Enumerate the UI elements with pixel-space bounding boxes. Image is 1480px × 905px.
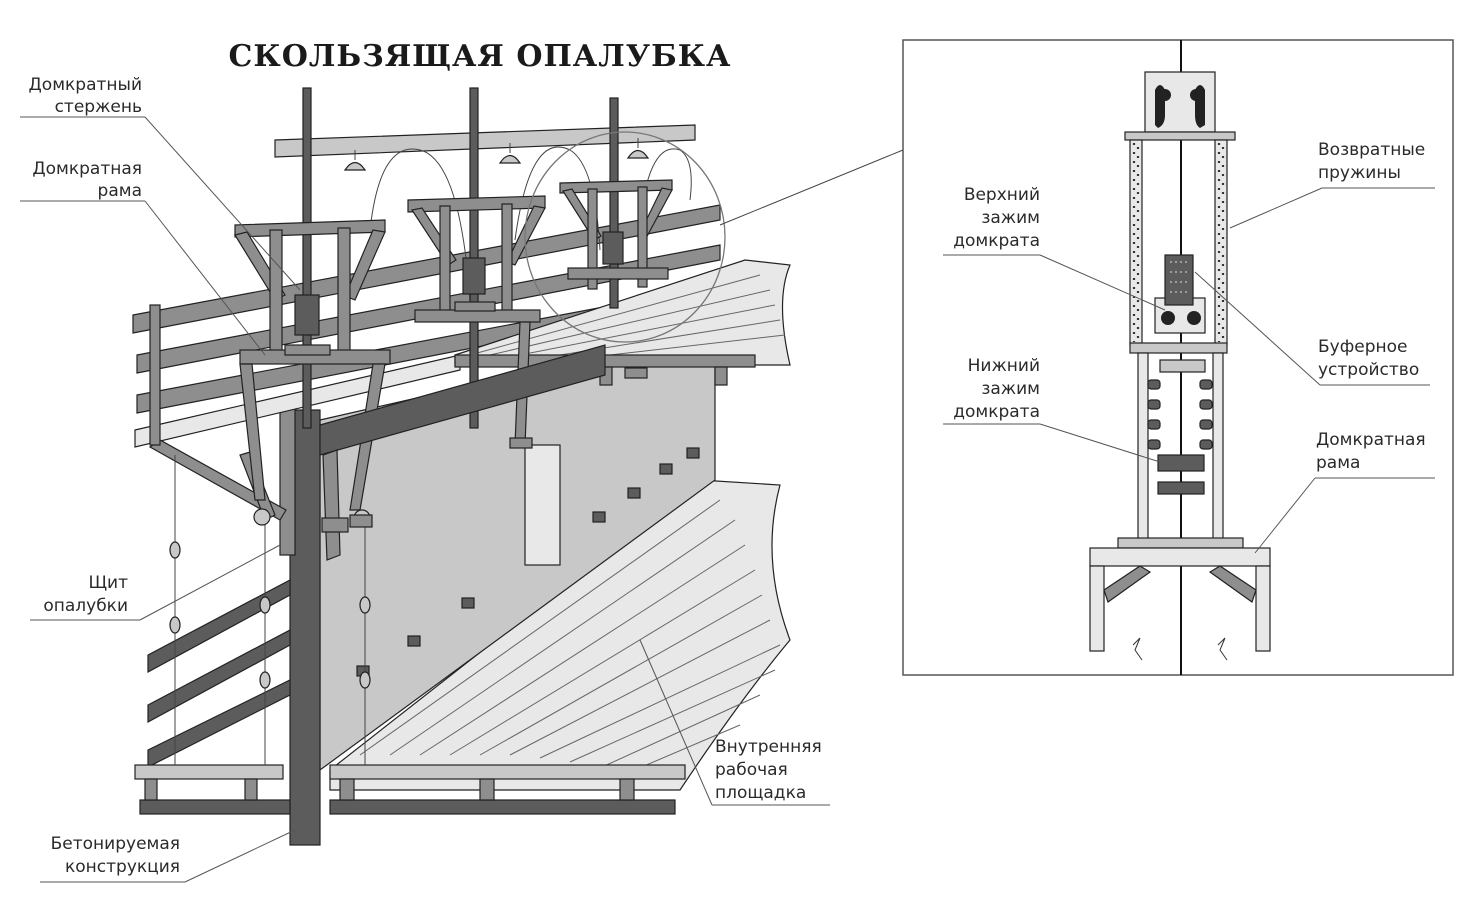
inner-working-platform <box>329 479 791 815</box>
svg-text:Внутренняя: Внутренняя <box>715 737 822 757</box>
label-inner-platform: Внутренняя рабочая площадка <box>715 737 822 803</box>
jack-detail-panel <box>902 39 1454 676</box>
label-return-springs: Возвратные пружины <box>1318 140 1425 183</box>
lamp-1 <box>343 150 367 171</box>
label-formwork-panel: Щит опалубки <box>43 573 128 616</box>
label-jack-frame: Домкратная рама <box>32 159 142 201</box>
svg-text:зажим: зажим <box>981 208 1040 228</box>
svg-text:зажим: зажим <box>981 379 1040 399</box>
svg-text:рама: рама <box>1316 453 1360 473</box>
jack-frame-3 <box>559 97 673 379</box>
label-upper-clamp: Верхний зажим домкрата <box>953 185 1040 251</box>
svg-text:Домкратный: Домкратный <box>29 75 142 95</box>
hanger-turnbuckles <box>169 541 371 689</box>
platform-planks <box>359 499 781 773</box>
svg-text:Буферное: Буферное <box>1318 337 1407 357</box>
lamp-2 <box>498 143 522 164</box>
detail-coil-springs <box>1147 379 1213 450</box>
svg-text:Бетонируемая: Бетонируемая <box>51 834 180 854</box>
wall-openings <box>356 447 700 677</box>
main-illustration <box>132 87 904 846</box>
svg-text:опалубки: опалубки <box>43 596 128 616</box>
overhead-beam <box>274 124 696 301</box>
svg-text:Верхний: Верхний <box>964 185 1040 205</box>
svg-text:домкрата: домкрата <box>953 231 1040 251</box>
detail-top-cap <box>1124 71 1236 141</box>
zoom-callout <box>524 131 904 343</box>
svg-text:домкрата: домкрата <box>953 402 1040 422</box>
svg-text:Домкратная: Домкратная <box>1316 430 1426 450</box>
label-buffer-device: Буферное устройство <box>1318 337 1419 380</box>
formwork-panel <box>319 344 606 561</box>
jack-frame-1 <box>234 87 391 527</box>
svg-text:Нижний: Нижний <box>968 356 1040 376</box>
detail-lower-section <box>1137 352 1224 544</box>
lamp-3 <box>626 138 650 159</box>
leader-lines <box>20 116 1435 883</box>
svg-text:рабочая: рабочая <box>715 760 788 780</box>
label-concrete-structure: Бетонируемая конструкция <box>51 834 180 877</box>
svg-text:рама: рама <box>98 181 142 201</box>
svg-text:устройство: устройство <box>1318 360 1419 380</box>
diagram-title: СКОЛЬЗЯЩАЯ ОПАЛУБКА <box>229 39 732 74</box>
label-lower-clamp: Нижний зажим домкрата <box>953 356 1040 422</box>
detail-jack-frame <box>1089 537 1271 661</box>
svg-text:стержень: стержень <box>55 97 142 117</box>
svg-text:конструкция: конструкция <box>65 857 180 877</box>
svg-text:пружины: пружины <box>1318 163 1401 183</box>
svg-text:Щит: Щит <box>88 573 128 593</box>
svg-text:Возвратные: Возвратные <box>1318 140 1425 160</box>
label-detail-jack-frame: Домкратная рама <box>1316 430 1426 473</box>
label-jack-rod: Домкратный стержень <box>29 75 142 117</box>
detail-upper-clamp <box>1154 254 1206 334</box>
svg-text:Домкратная: Домкратная <box>32 159 142 179</box>
svg-text:площадка: площадка <box>715 783 806 803</box>
